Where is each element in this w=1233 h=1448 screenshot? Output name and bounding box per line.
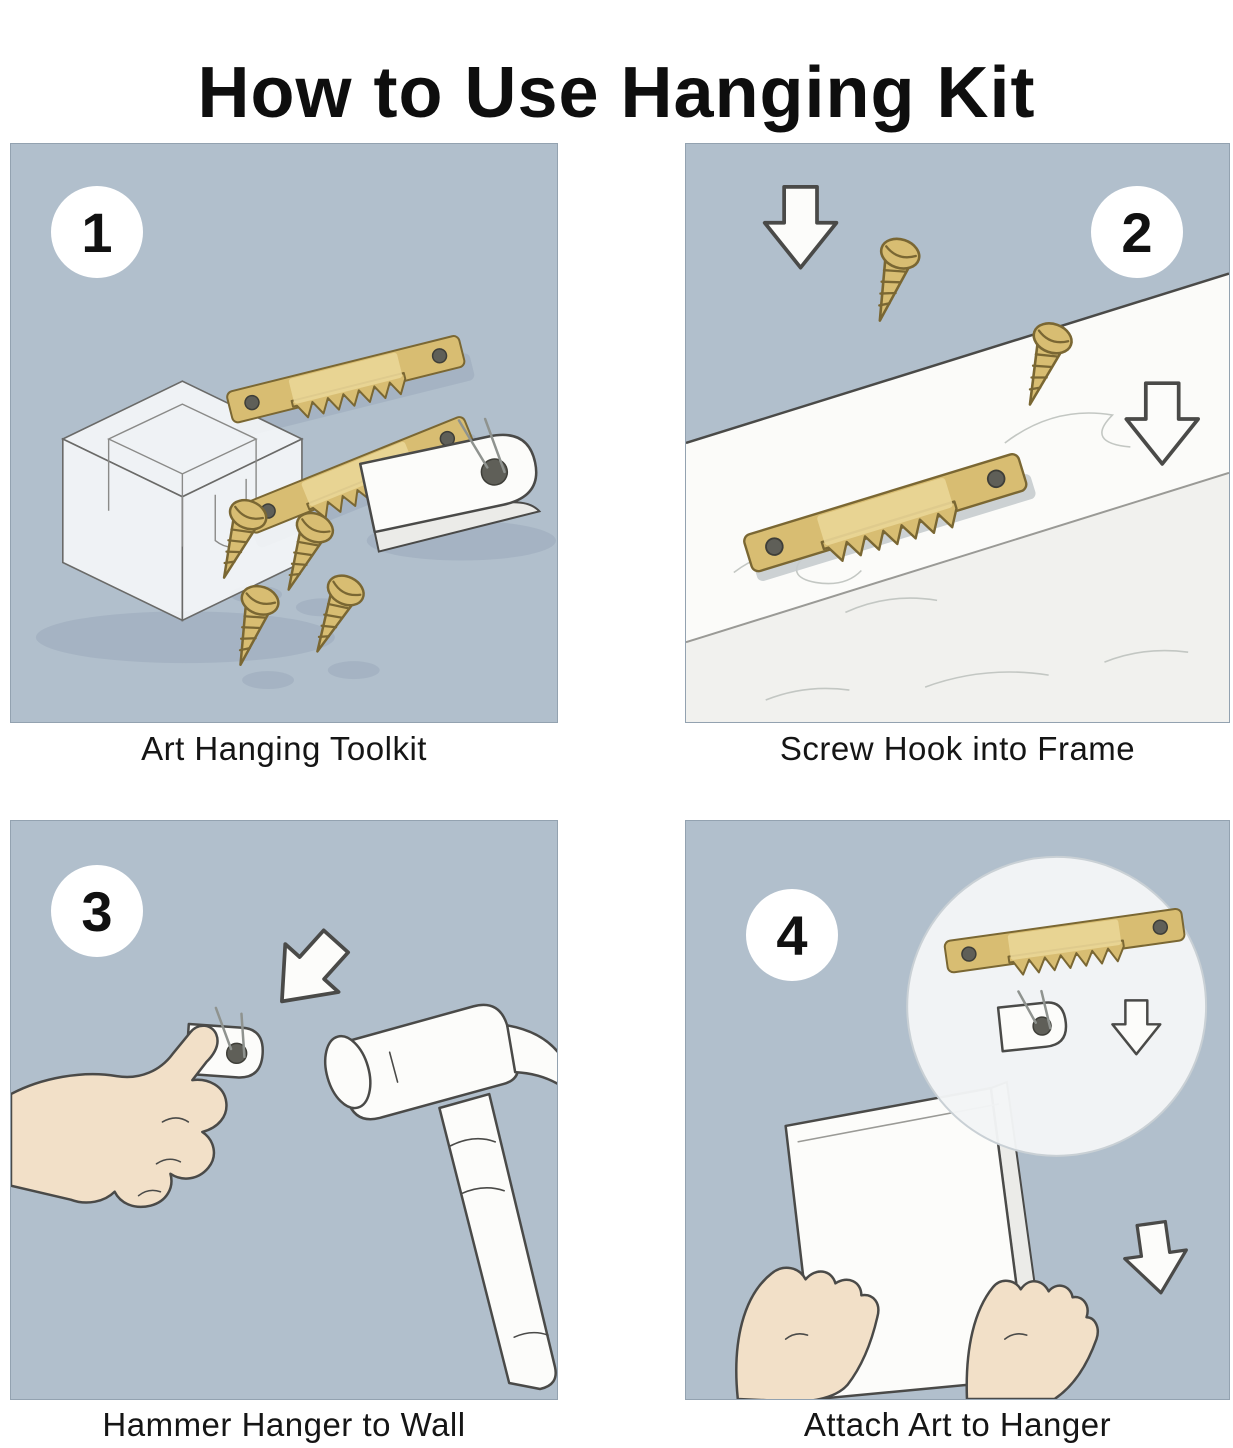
screw-icon — [858, 232, 925, 328]
hand-icon — [11, 1024, 228, 1209]
hand-icon — [735, 1266, 880, 1399]
page-title: How to Use Hanging Kit — [197, 53, 1036, 134]
panel-step-4: 4 — [685, 820, 1230, 1400]
down-left-arrow-icon — [253, 915, 365, 1028]
toolkit-illustration — [35, 333, 557, 690]
hanger-icon — [996, 989, 1068, 1053]
wall-hook-icon — [358, 417, 542, 553]
step-number-badge: 3 — [51, 865, 143, 957]
hammer-illustration — [11, 915, 557, 1391]
hammer-icon — [323, 1003, 557, 1391]
panel-step-3: 3 — [10, 820, 558, 1400]
attach-art-illustration — [735, 855, 1208, 1399]
step-number-badge: 1 — [51, 186, 143, 278]
caption-step-3: Hammer Hanger to Wall — [102, 1406, 466, 1443]
screw-hook-illustration — [686, 185, 1229, 722]
down-arrow-icon — [762, 185, 839, 270]
hand-icon — [965, 1279, 1099, 1399]
caption-step-4: Attach Art to Hanger — [803, 1406, 1112, 1443]
down-arrow-icon — [1118, 1217, 1194, 1299]
step-number-badge: 4 — [746, 889, 838, 981]
panel-step-2: 2 — [685, 143, 1230, 723]
step-number-badge: 2 — [1091, 186, 1183, 278]
panel-step-1: 1 — [10, 143, 558, 723]
caption-step-1: Art Hanging Toolkit — [141, 730, 427, 767]
caption-step-2: Screw Hook into Frame — [779, 730, 1136, 767]
